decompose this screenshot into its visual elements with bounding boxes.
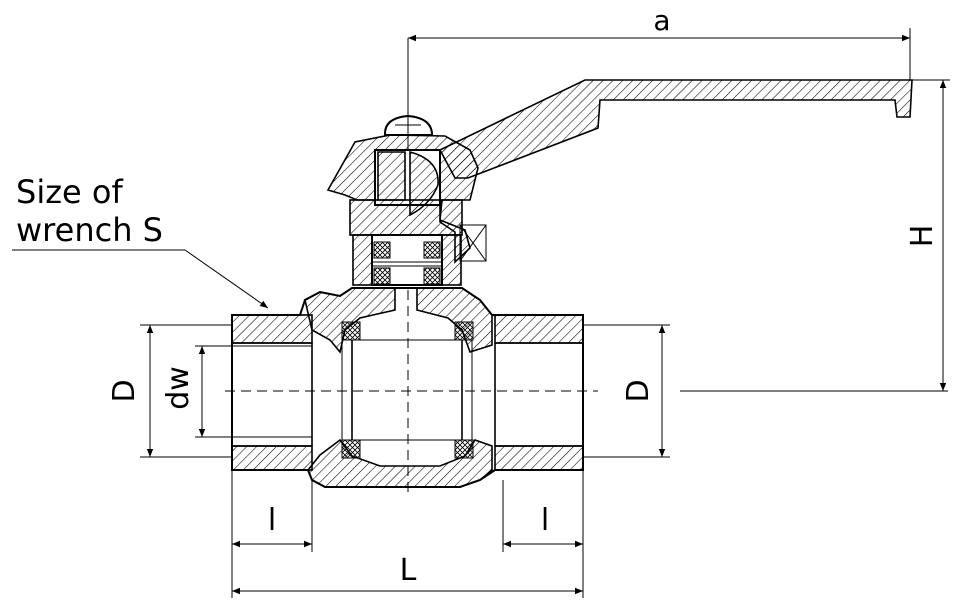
dimension-l-left (231, 470, 313, 598)
label-H: H (905, 225, 940, 248)
dimension-a (408, 28, 911, 80)
wrench-label-line1: Size of (16, 173, 123, 211)
stem (349, 149, 463, 329)
label-dw: dw (161, 366, 196, 410)
lever-handle (438, 79, 913, 179)
label-l-right: l (541, 503, 549, 538)
dimension-l-right (502, 470, 584, 598)
centerlines (225, 38, 948, 495)
label-L: L (400, 553, 417, 588)
label-D-right: D (621, 379, 656, 402)
dimension-H (912, 79, 950, 391)
wrench-label-line2: wrench S (16, 211, 163, 249)
dimension-dw (195, 345, 312, 438)
label-D-left: D (107, 379, 142, 402)
label-a: a (653, 4, 670, 37)
wrench-size-leader (12, 249, 269, 309)
dimension-D-left (140, 324, 232, 458)
dimension-D-right (583, 324, 670, 458)
label-l-left: l (268, 503, 276, 538)
